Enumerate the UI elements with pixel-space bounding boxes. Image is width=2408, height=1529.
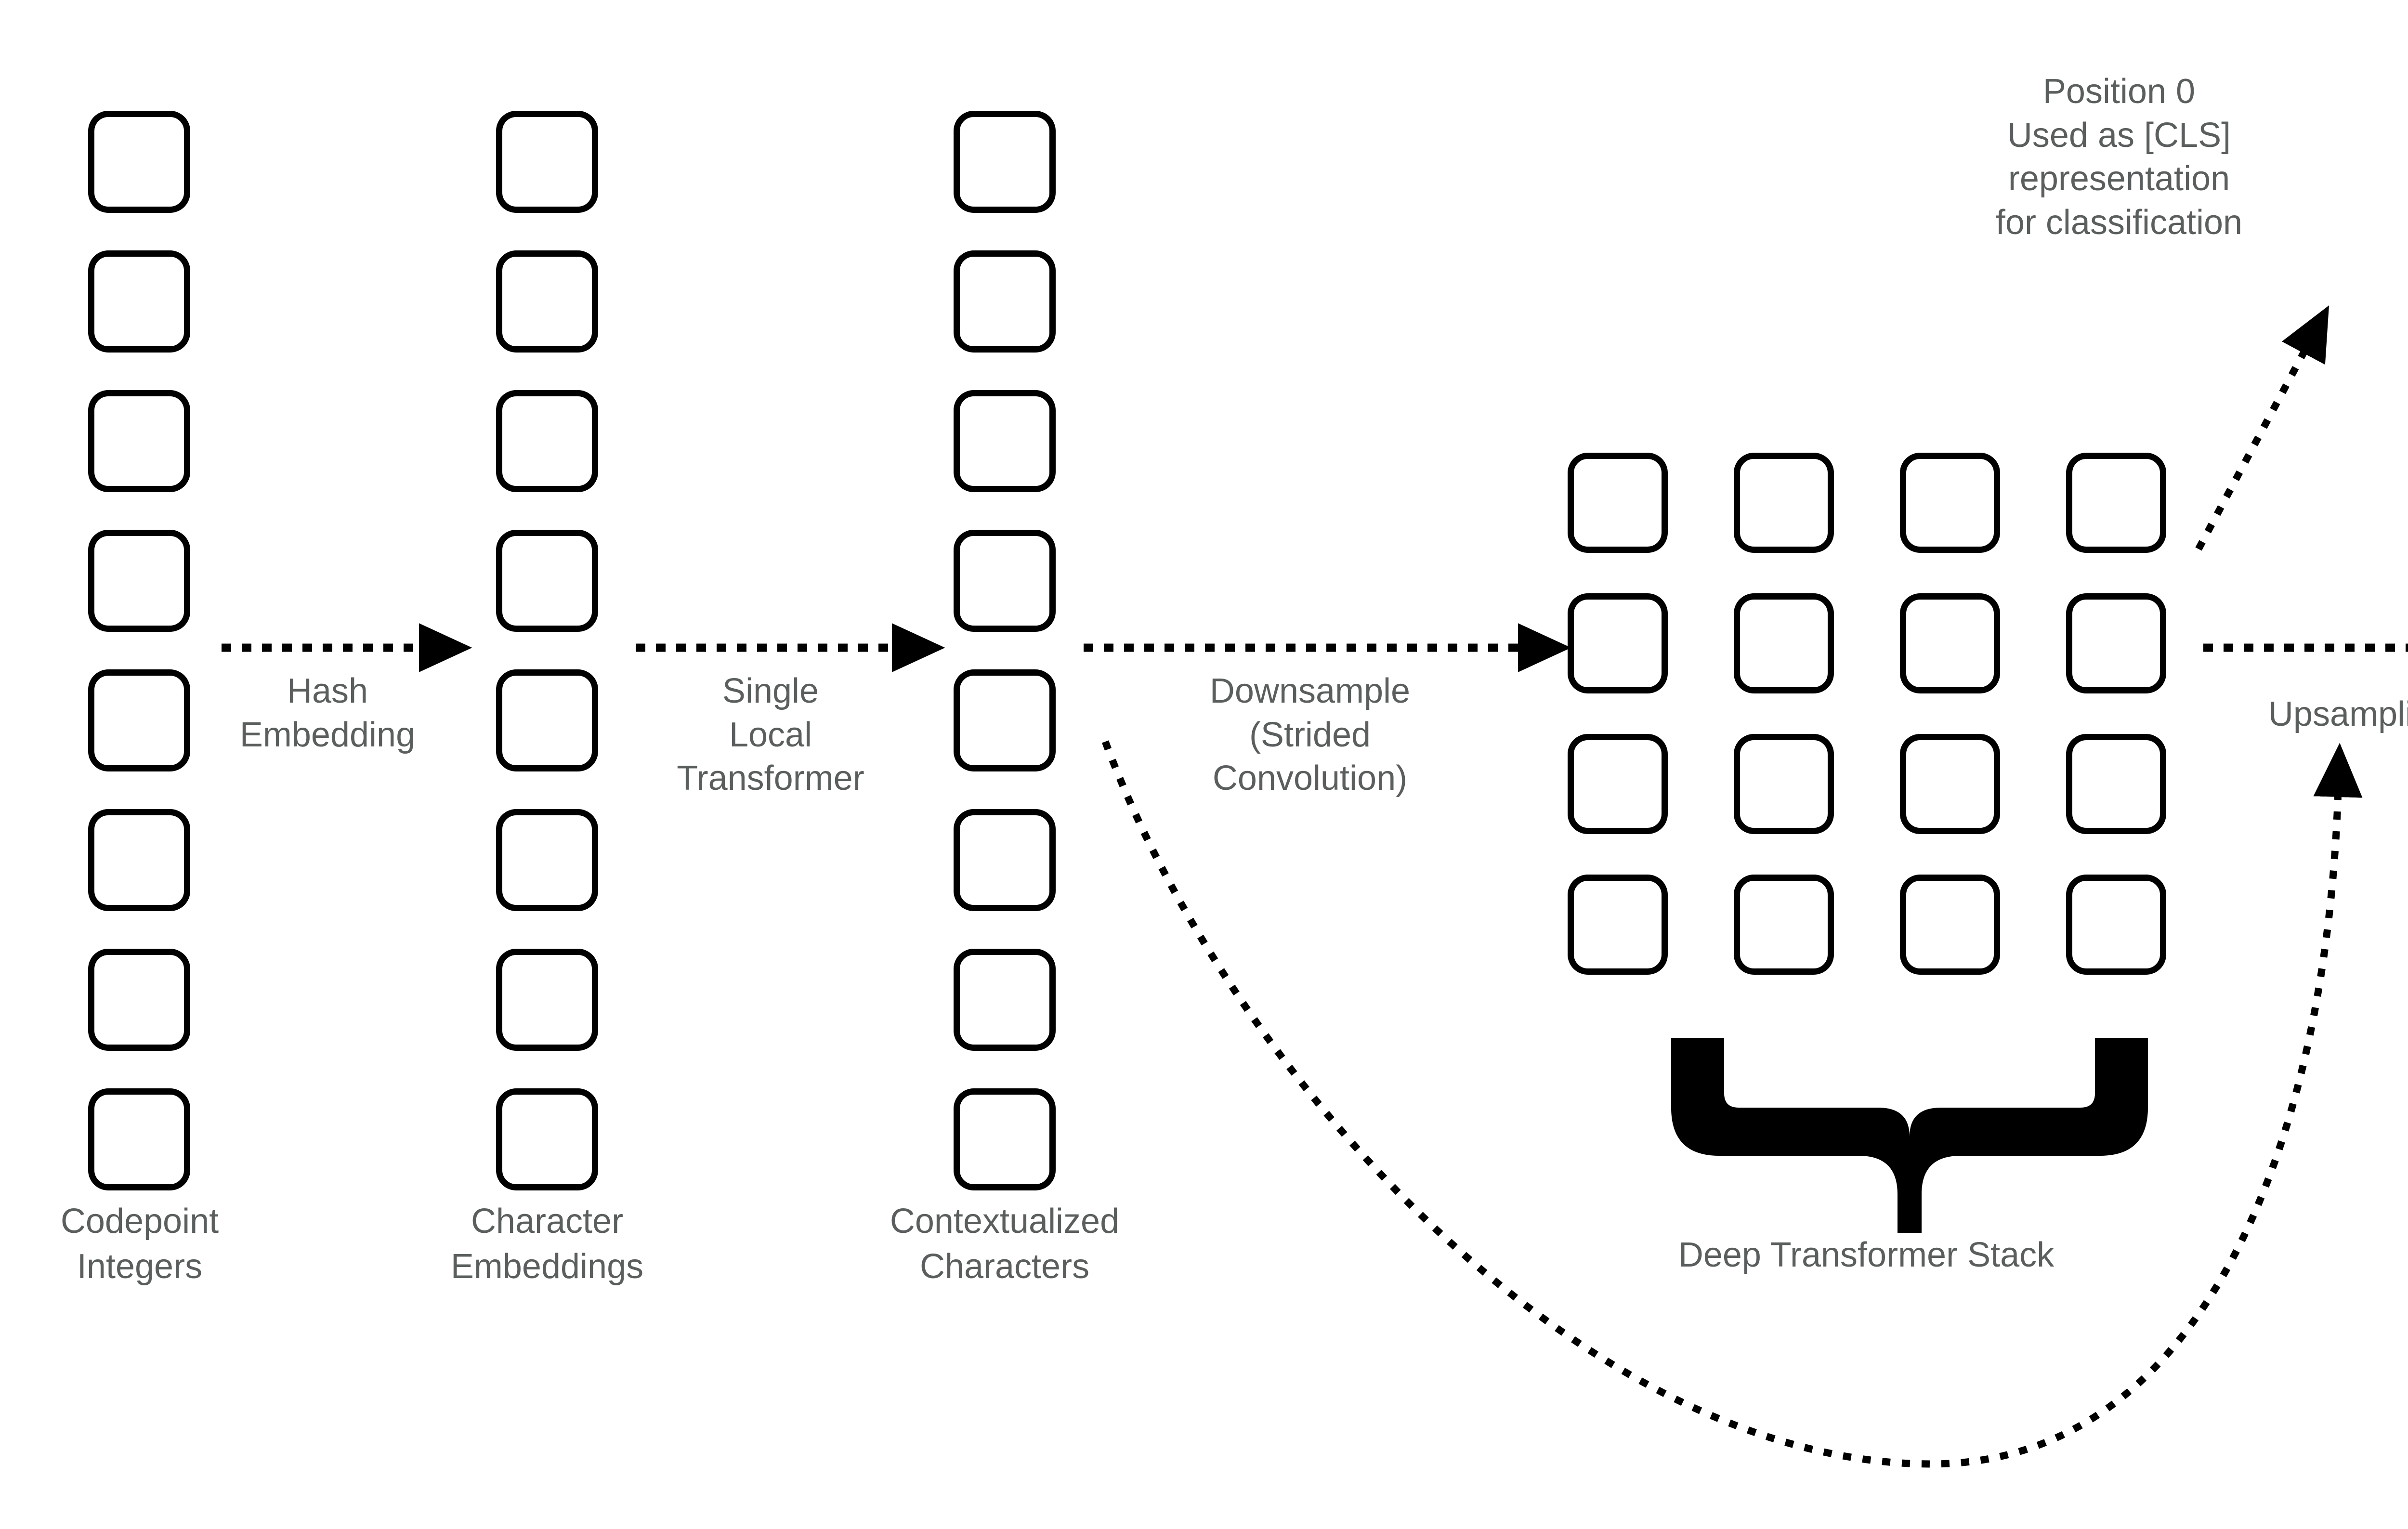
transformer-box[interactable] bbox=[1900, 734, 2000, 834]
transformer-box[interactable] bbox=[2066, 453, 2166, 553]
token-box[interactable] bbox=[954, 390, 1056, 492]
edge-label-upsampling: Upsampling bbox=[2268, 695, 2408, 733]
token-box[interactable] bbox=[954, 250, 1056, 353]
token-box[interactable] bbox=[88, 250, 190, 353]
transformer-box[interactable] bbox=[1734, 875, 1834, 975]
token-box[interactable] bbox=[954, 949, 1056, 1051]
token-box[interactable] bbox=[88, 390, 190, 492]
token-box[interactable] bbox=[496, 809, 598, 911]
column-caption-contextualized-characters: Contextualized Characters bbox=[890, 1202, 1120, 1286]
token-box[interactable] bbox=[496, 530, 598, 632]
token-box[interactable] bbox=[496, 949, 598, 1051]
token-box[interactable] bbox=[496, 1088, 598, 1190]
transformer-box[interactable] bbox=[1568, 453, 1668, 553]
transformer-box[interactable] bbox=[1734, 453, 1834, 553]
transformer-box[interactable] bbox=[2066, 593, 2166, 693]
column-caption-concatenated-representations: Concatenated Representations bbox=[2393, 1199, 2408, 1289]
token-box[interactable] bbox=[88, 949, 190, 1051]
transformer-box[interactable] bbox=[2066, 875, 2166, 975]
transformer-box[interactable] bbox=[1568, 875, 1668, 975]
edge-label-downsample: Downsample (Strided Convolution) bbox=[1209, 672, 1411, 798]
token-box[interactable] bbox=[954, 530, 1056, 632]
column-caption-deep-transformer-stack: Deep Transformer Stack bbox=[1678, 1236, 2055, 1274]
arrow-cls-pointer bbox=[2195, 305, 2329, 551]
curve-residual-skip bbox=[1101, 740, 2363, 1468]
token-box[interactable] bbox=[954, 111, 1056, 213]
annotation-cls-text: Position 0 Used as [CLS] representation … bbox=[1995, 72, 2243, 242]
token-box[interactable] bbox=[88, 1088, 190, 1190]
token-box[interactable] bbox=[88, 530, 190, 632]
transformer-box[interactable] bbox=[1900, 453, 2000, 553]
token-box[interactable] bbox=[954, 1088, 1056, 1190]
token-box[interactable] bbox=[88, 809, 190, 911]
token-box[interactable] bbox=[954, 669, 1056, 771]
edge-label-hash-embedding: Hash Embedding bbox=[239, 672, 416, 754]
transformer-box[interactable] bbox=[1568, 593, 1668, 693]
transformer-box[interactable] bbox=[1734, 734, 1834, 834]
token-box[interactable] bbox=[496, 111, 598, 213]
transformer-box[interactable] bbox=[2066, 734, 2166, 834]
token-box[interactable] bbox=[496, 669, 598, 771]
transformer-box[interactable] bbox=[1734, 593, 1834, 693]
edge-label-single-local-transformer: Single Local Transformer bbox=[677, 672, 864, 798]
token-box[interactable] bbox=[954, 809, 1056, 911]
column-caption-codepoint-integers: Codepoint Integers bbox=[60, 1202, 219, 1286]
token-box[interactable] bbox=[496, 390, 598, 492]
transformer-box[interactable] bbox=[1568, 734, 1668, 834]
column-caption-character-embeddings: Character Embeddings bbox=[450, 1202, 644, 1286]
token-box[interactable] bbox=[88, 111, 190, 213]
token-box[interactable] bbox=[88, 669, 190, 771]
deep-transformer-stack-brace bbox=[1671, 1038, 2148, 1233]
transformer-box[interactable] bbox=[1900, 875, 2000, 975]
token-box[interactable] bbox=[496, 250, 598, 353]
transformer-box[interactable] bbox=[1900, 593, 2000, 693]
